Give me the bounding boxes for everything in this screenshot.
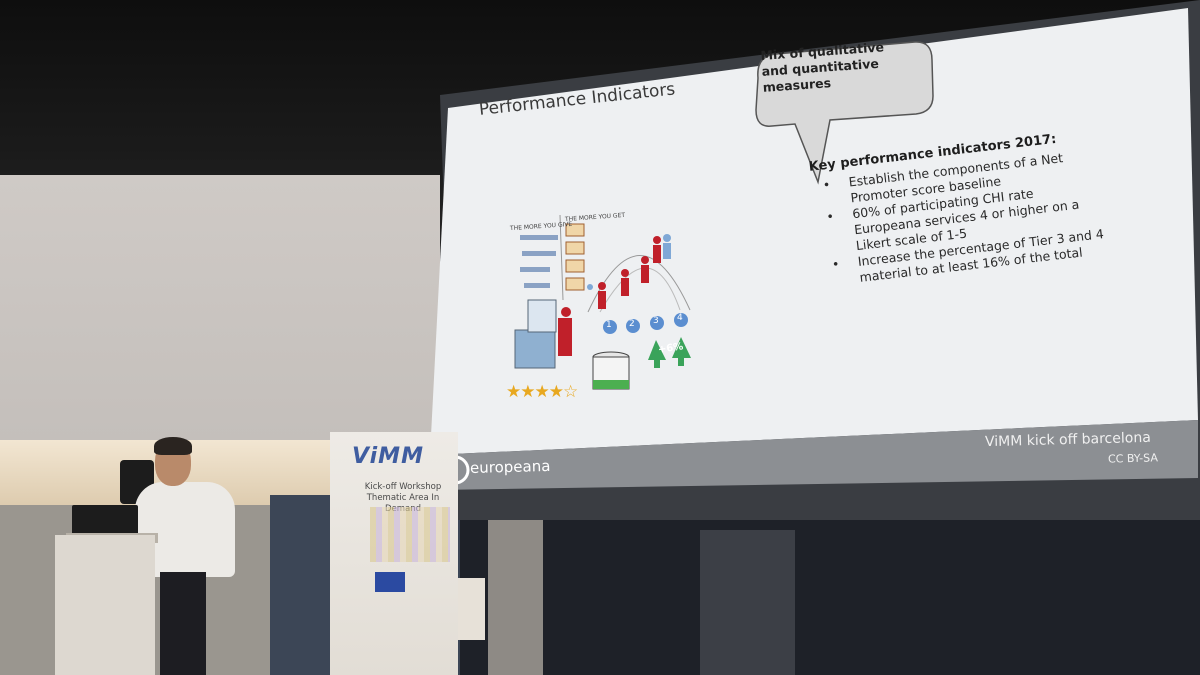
- slide-footer-bar: [430, 420, 1198, 490]
- step-4-label: 4: [677, 313, 683, 323]
- presenter-hair: [154, 437, 192, 455]
- step-1-label: 1: [606, 320, 612, 330]
- podium: [55, 535, 155, 675]
- bullet-icon: •: [825, 208, 835, 225]
- laptop: [72, 505, 138, 535]
- footer-license: CC BY-SA: [1107, 451, 1159, 466]
- presenter-legs: [160, 572, 206, 675]
- step-3-label: 3: [653, 316, 659, 326]
- vimm-logo: ViMM: [352, 444, 424, 469]
- pillar: [488, 520, 543, 675]
- callout-bubble: [755, 41, 934, 185]
- banner-mosaic: [370, 507, 450, 562]
- eu-flag-icon: [375, 572, 405, 592]
- left-wall: [0, 175, 440, 440]
- step-2-label: 2: [629, 319, 635, 329]
- footer-brand: europeana: [469, 456, 551, 478]
- banner-line-1: Kick-off Workshop: [364, 482, 442, 492]
- rollup-banner: ViMM Kick-off Workshop Thematic Area In …: [330, 432, 458, 675]
- illustration: [514, 214, 691, 390]
- slide-area: [430, 8, 1198, 455]
- bullet-icon: •: [831, 256, 841, 272]
- rating-stars-icon: ★★★★☆: [506, 382, 578, 402]
- callout-text: Mix of qualitative and quantitative meas…: [760, 39, 887, 96]
- bullet-icon: •: [822, 176, 832, 193]
- door: [700, 530, 795, 675]
- stage-backdrop: [440, 510, 1200, 675]
